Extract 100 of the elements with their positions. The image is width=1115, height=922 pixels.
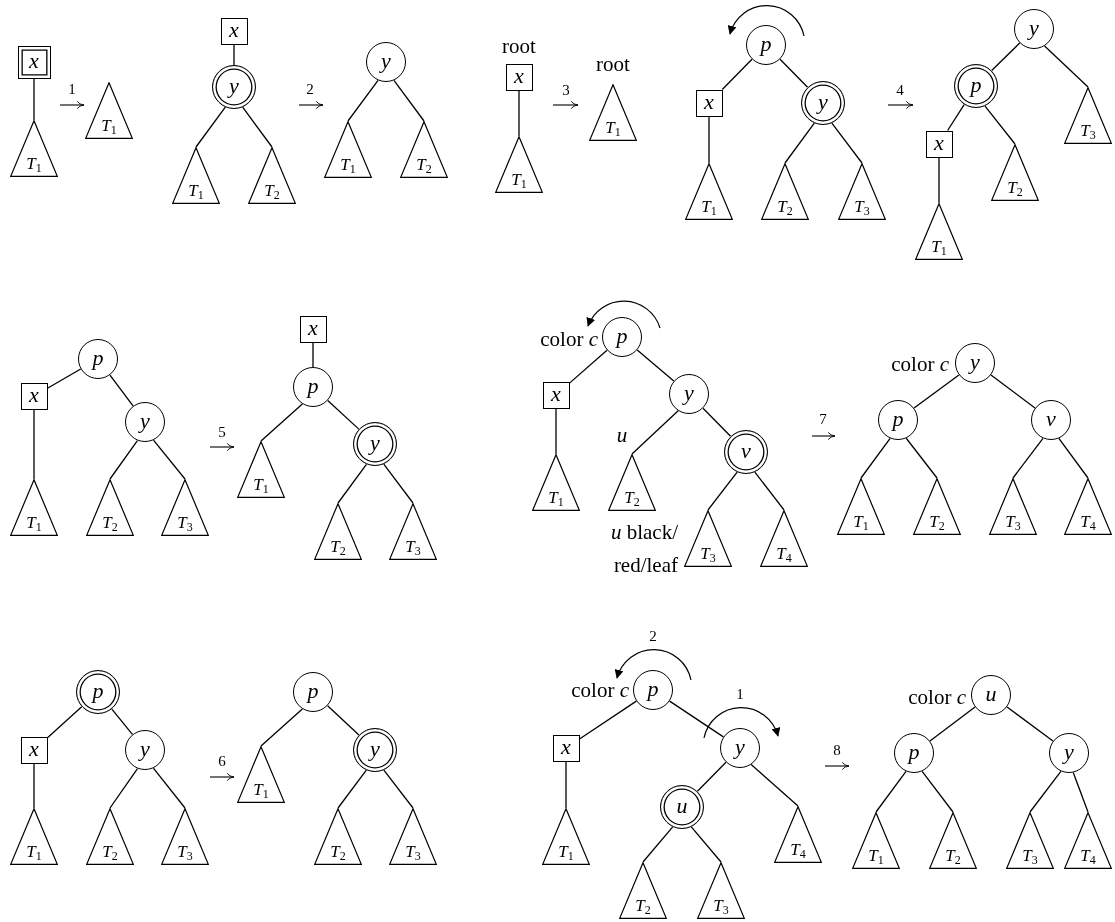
tree-edge: [46, 706, 83, 739]
subtree-triangle: [86, 479, 134, 536]
variable-label: x: [561, 735, 571, 758]
variable-label: p: [307, 374, 319, 397]
subtree-triangle: [389, 808, 437, 865]
subtree-triangle: [389, 503, 437, 560]
subtree-label: T$_{3}$: [176, 514, 194, 533]
variable-label: y: [381, 49, 391, 72]
subtree-label: T$_{3}$: [1079, 122, 1097, 141]
step-number: 4: [896, 83, 904, 98]
node-annotation: root: [596, 54, 630, 75]
step-number: 5: [218, 425, 226, 440]
subtree-triangle: [495, 136, 543, 193]
node-circle: [633, 670, 673, 710]
subtree-label: T$_{4}$: [789, 841, 807, 860]
step-number: 2: [306, 82, 314, 97]
subtree-triangle: [314, 503, 362, 560]
subtree-label: T$_{1}$: [700, 198, 718, 217]
node-annotation: color c: [571, 680, 629, 701]
tree-edge: [642, 826, 674, 863]
variable-label: x: [551, 382, 561, 405]
subtree-label: T$_{3}$: [853, 198, 871, 217]
subtree-label: T$_{1}$: [25, 843, 43, 862]
tree-edge: [327, 399, 360, 430]
square-node: [20, 382, 48, 410]
tree-edge: [518, 89, 520, 137]
variable-label: p: [892, 407, 904, 430]
variable-label: p: [307, 679, 319, 702]
tree-edge: [1058, 437, 1089, 479]
tree-edge: [337, 769, 367, 809]
tree-edge: [690, 826, 722, 863]
subtree-triangle: [324, 121, 372, 178]
tree-edge: [921, 770, 954, 813]
node-circle: [746, 25, 786, 65]
subtree-triangle: [10, 120, 58, 177]
tree-edge: [1043, 45, 1089, 88]
square-node: [20, 736, 48, 764]
tree-edge: [984, 105, 1016, 145]
subtree-triangle: [532, 454, 580, 511]
variable-label: x: [29, 737, 39, 760]
subtree-label: T$_{1}$: [852, 513, 870, 532]
subtree-label: T$_{2}$: [329, 843, 347, 862]
node-circle: [878, 400, 918, 440]
subtree-triangle: [10, 479, 58, 536]
subtree-label: T$_{3}$: [712, 897, 730, 916]
subtree-label: T$_{1}$: [187, 182, 205, 201]
node-circle: [955, 343, 995, 383]
subtree-triangle: [1064, 87, 1112, 144]
subtree-triangle: [161, 808, 209, 865]
tree-edge: [990, 374, 1036, 409]
tree-edge: [383, 769, 414, 809]
subtree-triangle: [172, 147, 220, 204]
node-circle: [720, 728, 760, 768]
subtree-label: T$_{1}$: [510, 171, 528, 190]
double-square-node: [17, 45, 51, 79]
subtree-label: T$_{1}$: [252, 781, 270, 800]
tree-edge: [750, 763, 799, 807]
subtree-label: T$_{2}$: [101, 514, 119, 533]
subtree-label: T$_{3}$: [1004, 513, 1022, 532]
tree-edge: [636, 349, 675, 382]
step-number: 8: [833, 743, 841, 758]
double-circle-node: [76, 670, 120, 714]
variable-label: y: [140, 737, 150, 760]
tree-edge: [1029, 770, 1062, 813]
subtree-triangle: [684, 510, 732, 567]
tree-edge: [860, 437, 891, 479]
step-number: 1: [736, 687, 744, 702]
tree-edge: [326, 705, 360, 736]
subtree-triangle: [1064, 478, 1112, 535]
node-circle: [366, 42, 406, 82]
tree-edge: [1072, 771, 1089, 813]
subtree-label: T$_{1}$: [25, 514, 43, 533]
node-circle: [125, 730, 165, 770]
subtree-triangle: [913, 478, 961, 535]
node-annotation: color c: [540, 329, 598, 350]
subtree-triangle: [837, 478, 885, 535]
tree-edge: [33, 408, 35, 480]
double-circle-node: [353, 422, 397, 466]
variable-label: x: [934, 131, 944, 154]
tree-edge: [784, 122, 815, 164]
variable-label: u: [676, 794, 688, 817]
subtree-label: T$_{2}$: [623, 489, 641, 508]
subtree-label: T$_{2}$: [776, 198, 794, 217]
tree-edge: [109, 374, 134, 407]
tree-edge: [393, 79, 425, 122]
subtree-label: T$_{4}$: [775, 545, 793, 564]
node-circle: [602, 317, 642, 357]
tree-edge: [565, 760, 567, 809]
subtree-label: T$_{2}$: [1006, 179, 1024, 198]
node-circle: [1049, 733, 1089, 773]
tree-edge: [33, 762, 35, 809]
variable-label: p: [92, 679, 104, 702]
subtree-triangle: [237, 746, 285, 803]
tree-edge: [111, 708, 134, 736]
tree-edge: [669, 700, 724, 738]
variable-label: p: [647, 677, 659, 700]
tree-edge: [938, 156, 940, 204]
double-circle-node: [660, 785, 704, 829]
variable-label: y: [735, 735, 745, 758]
subtree-label: T$_{3}$: [404, 843, 422, 862]
